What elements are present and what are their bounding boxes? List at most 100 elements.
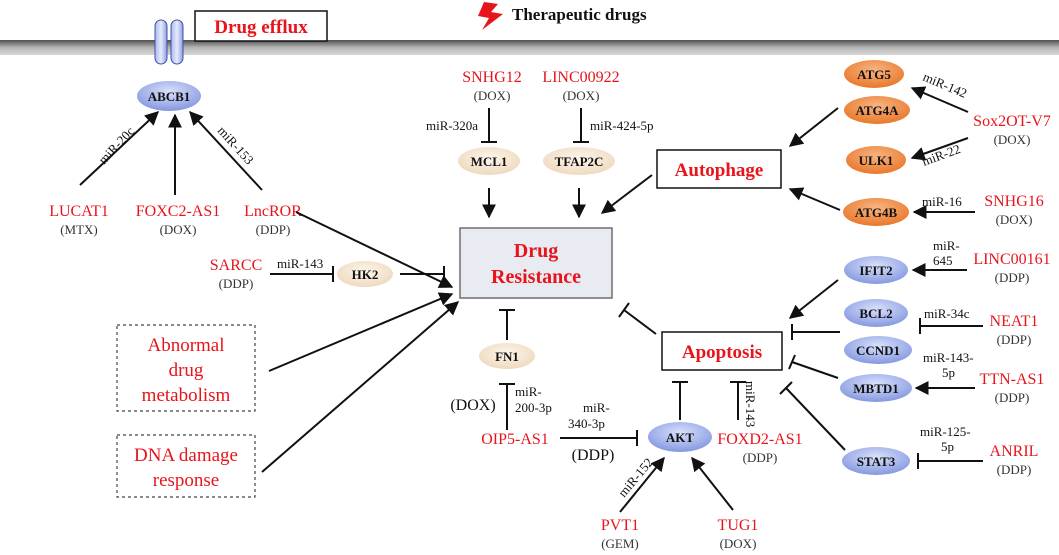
arrow-autophage-resistance <box>600 174 653 214</box>
mir-200-label-2: 200-3p <box>515 400 552 415</box>
ccnd1-label: CCND1 <box>856 343 900 358</box>
bcl2-label: BCL2 <box>859 306 892 321</box>
node-bcl2 <box>844 299 908 327</box>
node-stat3 <box>842 447 910 475</box>
sox2ot-drug-label: (DOX) <box>994 132 1031 147</box>
atg4a-label: ATG4A <box>855 103 899 118</box>
mir-34c-label: miR-34c <box>924 306 970 321</box>
sarcc-label: SARCC <box>210 257 262 274</box>
arrow-ifit2-apoptosis <box>788 279 839 319</box>
snhg12-label: SNHG12 <box>462 69 522 86</box>
oip5-drug2-label: (DDP) <box>572 447 615 464</box>
snhg16-label: SNHG16 <box>984 193 1044 210</box>
arrow-pvt1-akt <box>619 456 665 513</box>
snhg16-drug-label: (DOX) <box>996 212 1033 227</box>
drug-resistance-title-1: Drug <box>514 240 558 262</box>
pvt1-drug-label: (GEM) <box>601 536 639 551</box>
mir-143-foxd2-label: miR-143 <box>743 381 758 427</box>
arrow-dna-resistance <box>261 301 460 473</box>
arrow-atg4b-autophage <box>788 187 841 211</box>
lucat1-label: LUCAT1 <box>49 203 109 220</box>
anril-drug-label: (DDP) <box>997 462 1032 477</box>
mir-142-label: miR-142 <box>921 69 969 101</box>
mir-143-hk2-label: miR-143 <box>277 256 323 271</box>
sox2ot-v7-label: Sox2OT-V7 <box>973 113 1051 130</box>
node-ulk1 <box>846 146 906 174</box>
arrow-lucat1-abcb1 <box>79 111 160 186</box>
autophage-box <box>656 149 782 189</box>
lucat1-drug-label: (MTX) <box>60 222 98 237</box>
abnormal-label-1: Abnormal <box>147 335 224 356</box>
drug-resistance-box <box>459 227 613 299</box>
mir-340-label-1: miR- <box>583 400 610 415</box>
therapeutic-drugs-label: Therapeutic drugs <box>512 5 647 24</box>
hk2-label: HK2 <box>352 267 379 282</box>
ttn-as1-label: TTN-AS1 <box>980 371 1045 388</box>
neat1-label: NEAT1 <box>990 313 1039 330</box>
autophage-label: Autophage <box>675 160 764 181</box>
abcb1-transporter-icon <box>154 19 184 65</box>
abnormal-metabolism-box <box>116 324 256 412</box>
node-tfap2c <box>543 147 615 175</box>
tug1-drug-label: (DOX) <box>720 536 757 551</box>
dna-damage-label-2: response <box>153 470 219 491</box>
node-ccnd1 <box>844 336 912 364</box>
abnormal-label-2: drug <box>169 360 204 381</box>
inhibit-apoptosis-resistance <box>623 309 657 335</box>
pvt1-label: PVT1 <box>601 517 639 534</box>
mir-200-label-1: miR- <box>515 384 542 399</box>
atg4b-label: ATG4B <box>855 205 898 220</box>
drug-resistance-title-2: Resistance <box>491 266 581 288</box>
mir-143-ttn-label-1: miR-143- <box>923 350 974 365</box>
node-ifit2 <box>844 256 908 284</box>
node-atg5 <box>844 60 904 88</box>
mir-125-label-1: miR-125- <box>920 424 971 439</box>
node-atg4b <box>843 198 909 226</box>
mir-143-ttn-label-2: 5p <box>942 365 955 380</box>
mir-340-label-2: 340-3p <box>568 416 605 431</box>
drug-efflux-box <box>194 10 328 42</box>
node-fn1 <box>479 343 535 369</box>
apoptosis-label: Apoptosis <box>682 342 762 363</box>
mir-22-label: miR-22 <box>920 141 962 169</box>
tfap2c-label: TFAP2C <box>555 154 604 169</box>
linc00161-drug-label: (DDP) <box>995 270 1030 285</box>
dna-damage-box <box>116 434 256 498</box>
mcl1-label: MCL1 <box>471 154 508 169</box>
cell-membrane <box>0 40 1059 55</box>
apoptosis-box <box>661 331 783 371</box>
foxd2-drug-label: (DDP) <box>743 450 778 465</box>
ulk1-label: ULK1 <box>859 153 894 168</box>
arrow-atg-autophage <box>788 107 839 147</box>
node-atg4a <box>844 96 910 124</box>
mir-16-label: miR-16 <box>922 194 962 209</box>
arrow-sox2ot-atg5 <box>910 86 969 113</box>
node-akt <box>648 422 712 452</box>
drug-efflux-label: Drug efflux <box>214 17 308 38</box>
linc00922-label: LINC00922 <box>542 69 619 86</box>
oip5-as1-label: OIP5-AS1 <box>481 431 549 448</box>
lncror-drug-label: (DDP) <box>256 222 291 237</box>
atg5-label: ATG5 <box>857 67 891 82</box>
anril-label: ANRIL <box>990 443 1039 460</box>
inhibit-stat3-apoptosis <box>785 387 846 451</box>
lncror-label: LncROR <box>244 203 302 220</box>
sarcc-drug-label: (DDP) <box>219 276 254 291</box>
node-mbtd1 <box>840 374 912 402</box>
arrow-tug1-akt <box>691 456 734 511</box>
mir-20c-label: miR-20c <box>95 123 137 167</box>
ifit2-label: IFIT2 <box>859 263 892 278</box>
mbtd1-label: MBTD1 <box>853 381 899 396</box>
abcb1-label: ABCB1 <box>148 89 191 104</box>
node-abcb1 <box>137 81 201 111</box>
arrow-abnormal-resistance <box>268 292 454 372</box>
node-mcl1 <box>458 147 520 175</box>
arrow-sox2ot-ulk1 <box>910 137 969 161</box>
linc00922-drug-label: (DOX) <box>563 88 600 103</box>
mir-645-label-1: miR- <box>933 238 960 253</box>
lightning-icon <box>478 2 503 30</box>
neat1-drug-label: (DDP) <box>997 332 1032 347</box>
arrow-efflux-resistance <box>295 211 454 288</box>
foxc2-drug-label: (DOX) <box>160 222 197 237</box>
